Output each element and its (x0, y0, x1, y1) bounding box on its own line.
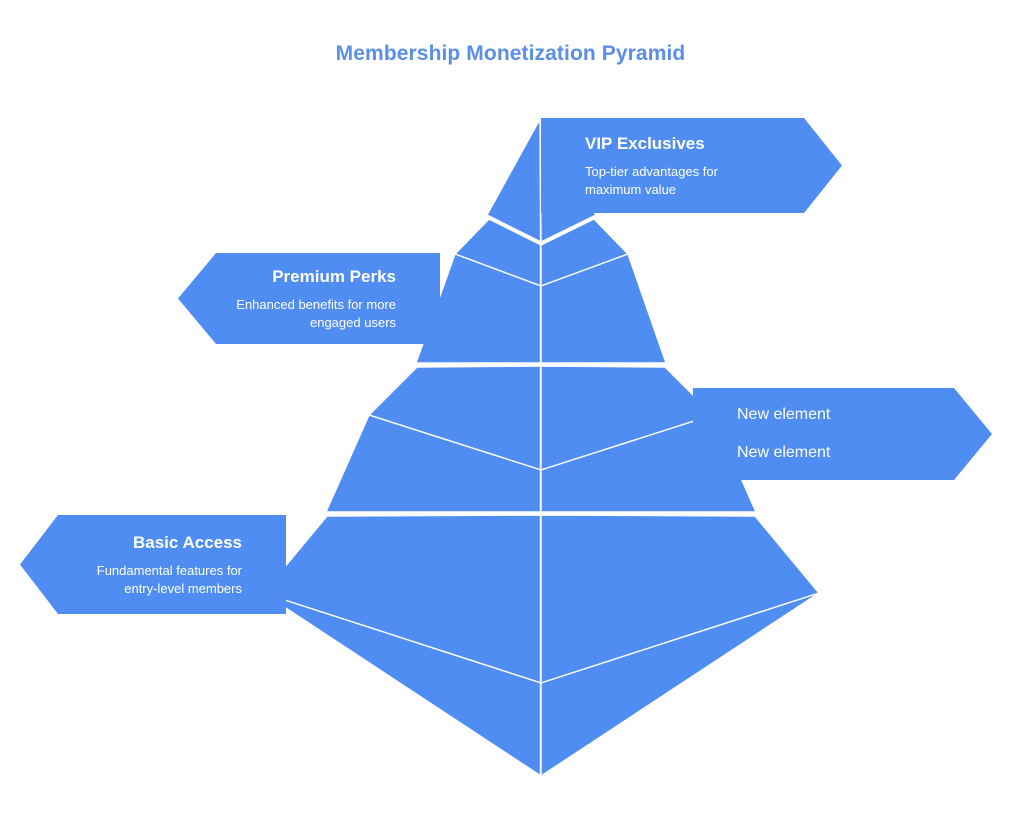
pyramid-tier-2[interactable] (415, 218, 667, 364)
callout-basic-desc-line-1: Fundamental features for (96, 563, 242, 579)
callout-premium-desc-line-1: Enhanced benefits for more (236, 297, 396, 313)
callout-premium-perks[interactable]: Premium Perks Enhanced benefits for more… (178, 253, 440, 344)
callout-basic-access[interactable]: Basic Access Fundamental features for en… (20, 515, 286, 614)
callout-new-element-line-2: New element (737, 443, 831, 461)
callout-vip-exclusives[interactable]: VIP Exclusives Top-tier advantages for m… (541, 118, 842, 213)
callout-vip-desc-line-1: Top-tier advantages for (585, 164, 718, 180)
callout-vip-desc-line-2: maximum value (585, 181, 677, 197)
callout-vip-title: VIP Exclusives (585, 133, 705, 153)
page-title: Membership Monetization Pyramid (335, 42, 686, 65)
callout-premium-description: Enhanced benefits for more engaged users (224, 296, 396, 331)
callout-new-element[interactable]: New element New element (693, 388, 992, 480)
callout-premium-title: Premium Perks (272, 266, 396, 286)
callout-new-element-line-1: New element (737, 405, 831, 423)
pyramid-tier-4[interactable] (261, 514, 821, 778)
callout-premium-desc-line-2: engaged users (309, 314, 396, 330)
callout-basic-description: Fundamental features for entry-level mem… (66, 562, 242, 597)
callout-basic-title: Basic Access (132, 532, 242, 552)
callout-vip-description: Top-tier advantages for maximum value (585, 163, 796, 198)
callout-basic-desc-line-2: entry-level members (124, 580, 242, 596)
